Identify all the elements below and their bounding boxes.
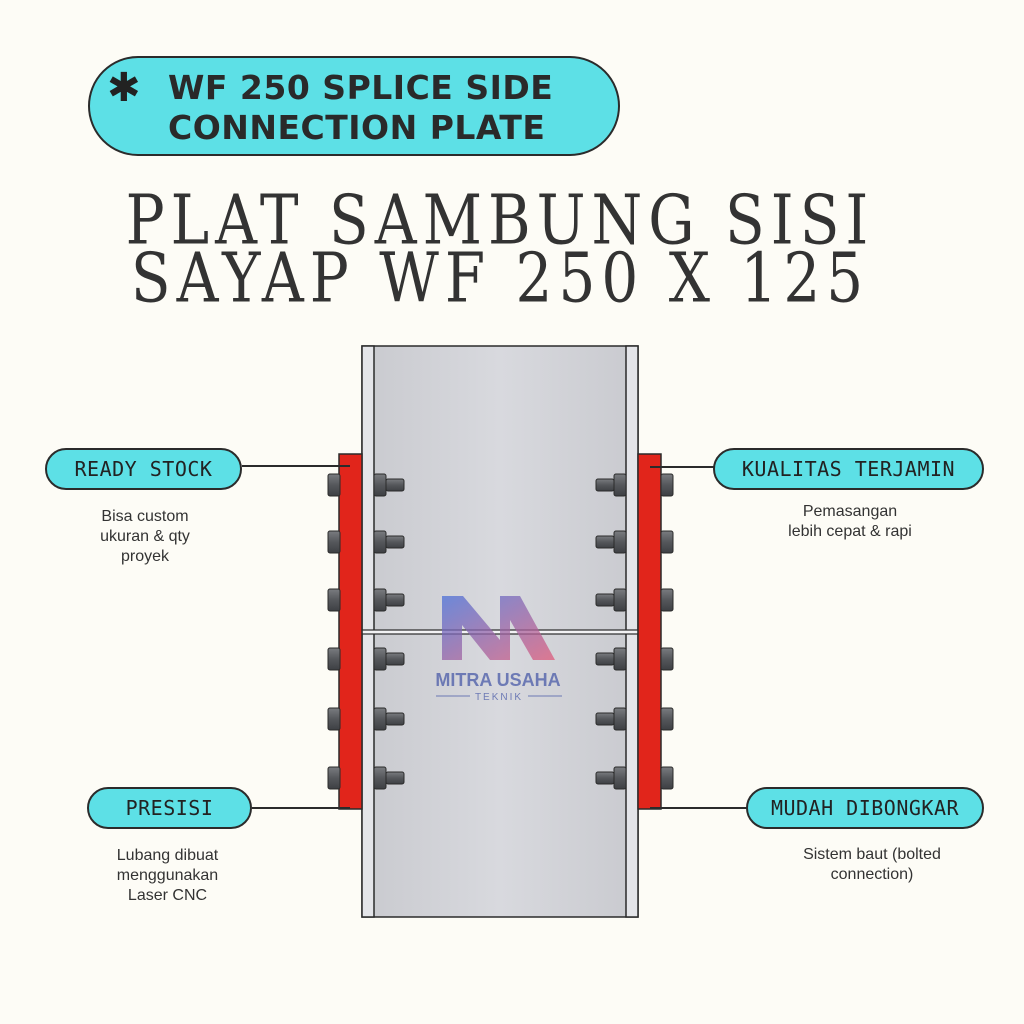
ready-stock-desc-line: proyek — [120, 548, 170, 565]
bolt-shank-left — [385, 593, 405, 607]
bolt-nut-left — [373, 647, 387, 671]
presisi-desc-line: menggunakan — [116, 867, 219, 884]
bolt-shank-left — [385, 535, 405, 549]
mudah-label: MUDAH DIBONGKAR — [770, 796, 960, 820]
title-badge: ✱ WF 250 SPLICE SIDE CONNECTION PLATE — [88, 56, 620, 156]
bolt-nut-left — [373, 707, 387, 731]
title-text: WF 250 SPLICE SIDE CONNECTION PLATE — [168, 68, 553, 148]
presisi-description: Lubang dibuat menggunakan Laser CNC — [85, 846, 250, 906]
bolt-shank-left — [385, 771, 405, 785]
bolt-shank-left — [385, 652, 405, 666]
presisi-label: PRESISI — [125, 796, 214, 820]
bolt-nut-left — [373, 473, 387, 497]
bolt-shank-right — [595, 771, 615, 785]
splice-plate-right — [637, 453, 662, 810]
bolt-head-right — [660, 707, 674, 731]
bolt-head-left — [327, 588, 341, 612]
presisi-desc-line: Laser CNC — [127, 887, 208, 904]
watermark-logo: MITRA USAHA TEKNIK — [435, 596, 562, 703]
bolt-head-right — [660, 473, 674, 497]
bolt-nut-right — [613, 707, 627, 731]
mudah-desc-line: connection) — [830, 866, 914, 883]
bolt-nut-left — [373, 588, 387, 612]
bolt-head-left — [327, 473, 341, 497]
kualitas-description: Pemasangan lebih cepat & rapi — [760, 502, 940, 542]
bolt-head-left — [327, 707, 341, 731]
bolt-head-right — [660, 588, 674, 612]
ready-stock-label: READY STOCK — [74, 457, 213, 481]
bolt-nut-right — [613, 647, 627, 671]
bolt-shank-left — [385, 712, 405, 726]
headline-line-1: PLAT SAMBUNG SISI — [125, 179, 875, 261]
presisi-badge: PRESISI — [87, 787, 252, 829]
ready-stock-desc-line: ukuran & qty — [100, 528, 190, 545]
presisi-desc-line: Lubang dibuat — [116, 847, 219, 864]
bolt-nut-left — [373, 530, 387, 554]
ready-stock-desc-line: Bisa custom — [101, 508, 189, 525]
ready-stock-badge: READY STOCK — [45, 448, 242, 490]
bolt-head-left — [327, 530, 341, 554]
bolt-nut-right — [613, 588, 627, 612]
bolt-shank-right — [595, 593, 615, 607]
mudah-desc-line: Sistem baut (bolted — [803, 846, 941, 863]
bolt-shank-right — [595, 712, 615, 726]
kualitas-badge: KUALITAS TERJAMIN — [713, 448, 984, 490]
bolt-head-right — [660, 647, 674, 671]
mudah-badge: MUDAH DIBONGKAR — [746, 787, 984, 829]
bolt-shank-left — [385, 478, 405, 492]
watermark-sub: TEKNIK — [475, 692, 523, 703]
bolt-shank-right — [595, 535, 615, 549]
title-line-1: WF 250 SPLICE SIDE — [168, 68, 554, 107]
kualitas-desc-line: Pemasangan — [802, 503, 898, 520]
bolt-head-right — [660, 766, 674, 790]
headline-line-2: SAYAP WF 250 X 125 — [130, 237, 870, 319]
bolt-head-right — [660, 530, 674, 554]
splice-plate-left — [338, 453, 363, 810]
bolt-nut-right — [613, 530, 627, 554]
presisi-connector — [252, 807, 350, 809]
bolt-nut-right — [613, 766, 627, 790]
bolt-nut-left — [373, 766, 387, 790]
kualitas-desc-line: lebih cepat & rapi — [788, 523, 912, 540]
asterisk-icon: ✱ — [107, 65, 141, 111]
ready-stock-description: Bisa custom ukuran & qty proyek — [60, 507, 230, 567]
kualitas-label: KUALITAS TERJAMIN — [741, 457, 956, 481]
ready-stock-connector — [242, 465, 350, 467]
watermark-name: MITRA USAHA — [435, 670, 560, 690]
bolt-head-left — [327, 766, 341, 790]
watermark-m-shape — [442, 596, 555, 660]
mudah-connector — [650, 807, 748, 809]
bolt-shank-right — [595, 478, 615, 492]
bolt-shank-right — [595, 652, 615, 666]
title-line-2: CONNECTION PLATE — [168, 108, 546, 147]
bolt-nut-right — [613, 473, 627, 497]
kualitas-connector — [650, 466, 715, 468]
mudah-description: Sistem baut (bolted connection) — [772, 845, 972, 885]
bolt-head-left — [327, 647, 341, 671]
